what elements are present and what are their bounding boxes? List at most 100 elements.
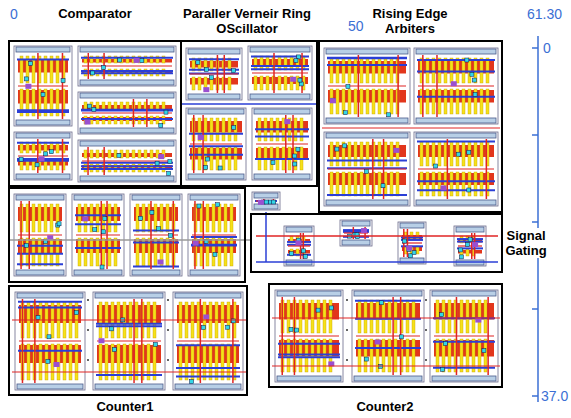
contact	[472, 242, 478, 247]
poly-finger	[108, 238, 111, 266]
metal-wire	[17, 111, 69, 113]
poly-finger	[456, 172, 459, 196]
poly-finger	[210, 118, 213, 141]
via	[467, 188, 471, 192]
via	[434, 164, 438, 168]
poly-finger	[144, 150, 147, 158]
via	[112, 348, 116, 352]
metal2-wire	[434, 335, 494, 336]
contact	[25, 84, 31, 89]
routing-wire	[12, 371, 246, 372]
via	[154, 342, 158, 346]
poly-finger	[63, 344, 66, 380]
poly-finger	[354, 89, 357, 114]
power-rail	[80, 93, 174, 98]
poly-finger	[432, 172, 435, 196]
metal2-wire	[190, 143, 242, 144]
poly-finger	[366, 172, 369, 196]
metal-wire	[417, 180, 495, 182]
metal-wire	[17, 142, 69, 144]
poly-finger	[323, 300, 326, 333]
power-rail	[254, 109, 310, 114]
poly-finger	[330, 172, 333, 196]
axis-value: 61.30	[527, 6, 562, 22]
poly-finger	[102, 238, 105, 266]
grid-dot	[425, 299, 427, 301]
ground-rail	[80, 176, 174, 181]
poly-finger	[406, 339, 409, 372]
poly-finger	[436, 300, 439, 333]
via	[293, 154, 297, 158]
metal-wire	[81, 168, 173, 170]
via	[36, 315, 40, 319]
poly-finger	[366, 58, 369, 83]
grid-dot	[346, 359, 348, 361]
via	[482, 349, 486, 353]
layout-cell	[186, 108, 246, 180]
metal-wire	[355, 300, 421, 302]
power-rail	[17, 293, 83, 298]
poly-finger	[484, 300, 487, 333]
poly-finger	[466, 249, 469, 256]
metal-wire	[75, 214, 121, 216]
metal-wire	[17, 245, 63, 247]
poly-finger	[230, 204, 233, 232]
poly-finger	[56, 142, 59, 153]
power-rail	[342, 221, 370, 226]
poly-finger	[32, 204, 35, 232]
via	[209, 76, 213, 80]
poly-finger	[456, 89, 459, 114]
layout-cell	[173, 292, 243, 390]
poly-finger	[198, 147, 201, 170]
contact	[330, 98, 336, 103]
ground-rail	[354, 376, 422, 381]
via	[467, 150, 471, 154]
poly-finger	[203, 344, 206, 380]
layout-cell	[252, 108, 312, 180]
poly-finger	[290, 56, 293, 70]
contact	[295, 240, 301, 245]
ground-rail	[95, 384, 163, 389]
metal-wire	[417, 140, 495, 142]
via	[24, 77, 28, 81]
poly-finger	[478, 300, 481, 333]
poly-finger	[354, 58, 357, 83]
metal-wire	[251, 65, 309, 67]
poly-finger	[166, 204, 169, 232]
poly-finger	[450, 142, 453, 166]
poly-finger	[78, 238, 81, 266]
circuit-block: Rising Edge Arbiters	[318, 40, 503, 213]
poly-finger	[224, 204, 227, 232]
block-label: Paraller Verneir Ring OScillator	[181, 6, 313, 36]
cell-outline	[430, 290, 498, 382]
via	[289, 327, 293, 331]
via	[47, 335, 51, 339]
via	[118, 58, 122, 62]
power-rail	[456, 227, 484, 232]
ground-rail	[250, 94, 310, 99]
metal-wire	[96, 323, 162, 325]
poly-finger	[228, 118, 231, 141]
metal-wire	[251, 68, 309, 70]
routing-wire	[10, 239, 250, 241]
ground-rail	[80, 80, 174, 85]
contact	[157, 259, 163, 264]
via	[19, 157, 23, 161]
ground-rail	[188, 174, 244, 179]
poly-finger	[342, 58, 345, 83]
poly-finger	[360, 58, 363, 83]
poly-finger	[108, 116, 111, 124]
cell-outline	[454, 226, 486, 266]
cell-outline	[252, 192, 280, 210]
poly-finger	[126, 116, 129, 124]
metal-wire	[355, 347, 421, 349]
cell-outline	[414, 132, 498, 206]
axis-tick	[532, 221, 538, 223]
poly-finger	[412, 339, 415, 372]
metal-wire	[17, 58, 69, 60]
layout-cell	[248, 46, 312, 100]
metal-wire	[81, 165, 173, 167]
contact	[406, 246, 412, 251]
